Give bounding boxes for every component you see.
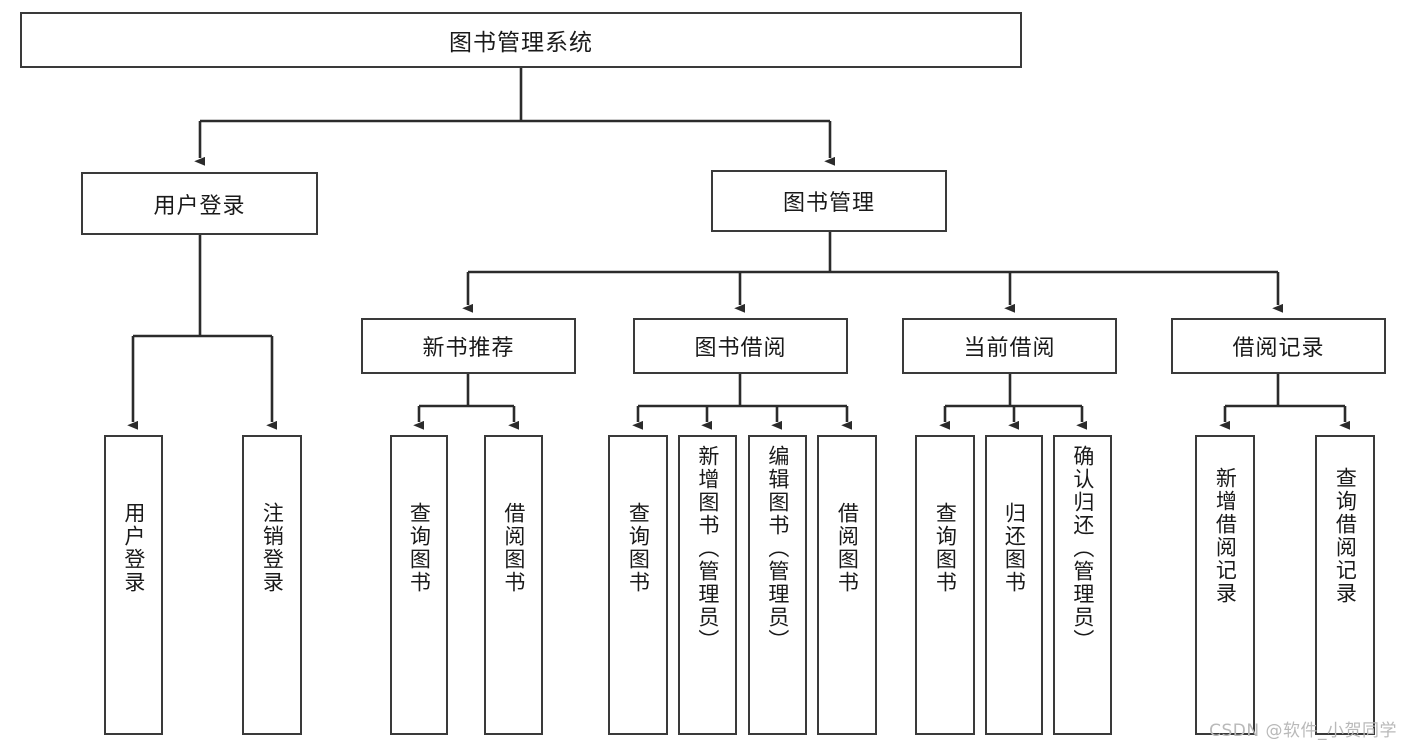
node-leaf-query-record[interactable]: 查询借阅记录	[1315, 435, 1375, 735]
node-user-login-label: 用户登录	[153, 193, 246, 219]
node-root-label: 图书管理系统	[449, 30, 593, 56]
node-new-book-rec[interactable]: 新书推荐	[361, 318, 576, 374]
node-leaf-edit-book-label: 编辑图书（管理员）	[765, 445, 790, 652]
node-leaf-query-book-1[interactable]: 查询图书	[390, 435, 448, 735]
node-leaf-edit-book[interactable]: 编辑图书（管理员）	[748, 435, 807, 735]
node-leaf-query-book-2[interactable]: 查询图书	[608, 435, 668, 735]
node-leaf-user-login-label: 用户登录	[121, 502, 146, 594]
watermark-text: CSDN @软件_小贺同学	[1209, 721, 1397, 741]
node-leaf-confirm-return-label: 确认归还（管理员）	[1070, 445, 1095, 652]
node-book-manage[interactable]: 图书管理	[711, 170, 947, 232]
node-current-borrow-label: 当前借阅	[963, 336, 1056, 361]
node-leaf-user-login[interactable]: 用户登录	[104, 435, 163, 735]
node-leaf-add-book[interactable]: 新增图书（管理员）	[678, 435, 737, 735]
node-user-login[interactable]: 用户登录	[81, 172, 318, 235]
node-new-book-rec-label: 新书推荐	[422, 336, 515, 361]
node-leaf-add-record-label: 新增借阅记录	[1213, 467, 1238, 605]
node-book-manage-label: 图书管理	[782, 191, 875, 216]
node-leaf-borrow-book-1[interactable]: 借阅图书	[484, 435, 543, 735]
node-leaf-logout-login-label: 注销登录	[260, 502, 285, 594]
node-borrow-record[interactable]: 借阅记录	[1171, 318, 1386, 374]
node-leaf-borrow-book-1-label: 借阅图书	[501, 502, 526, 594]
node-leaf-return-book[interactable]: 归还图书	[985, 435, 1043, 735]
node-leaf-confirm-return[interactable]: 确认归还（管理员）	[1053, 435, 1112, 735]
node-leaf-logout-login[interactable]: 注销登录	[242, 435, 302, 735]
node-leaf-query-record-label: 查询借阅记录	[1333, 467, 1358, 605]
node-borrow-record-label: 借阅记录	[1232, 336, 1325, 361]
node-book-borrow[interactable]: 图书借阅	[633, 318, 848, 374]
node-leaf-query-book-2-label: 查询图书	[626, 502, 651, 594]
node-current-borrow[interactable]: 当前借阅	[902, 318, 1117, 374]
node-root[interactable]: 图书管理系统	[20, 12, 1022, 68]
node-leaf-add-book-label: 新增图书（管理员）	[695, 445, 720, 652]
node-book-borrow-label: 图书借阅	[694, 336, 787, 361]
node-leaf-borrow-book-2-label: 借阅图书	[835, 502, 860, 594]
node-leaf-query-book-3[interactable]: 查询图书	[915, 435, 975, 735]
node-leaf-borrow-book-2[interactable]: 借阅图书	[817, 435, 877, 735]
node-leaf-return-book-label: 归还图书	[1002, 502, 1027, 594]
node-leaf-query-book-1-label: 查询图书	[407, 502, 432, 594]
node-leaf-query-book-3-label: 查询图书	[933, 502, 958, 594]
node-leaf-add-record[interactable]: 新增借阅记录	[1195, 435, 1255, 735]
